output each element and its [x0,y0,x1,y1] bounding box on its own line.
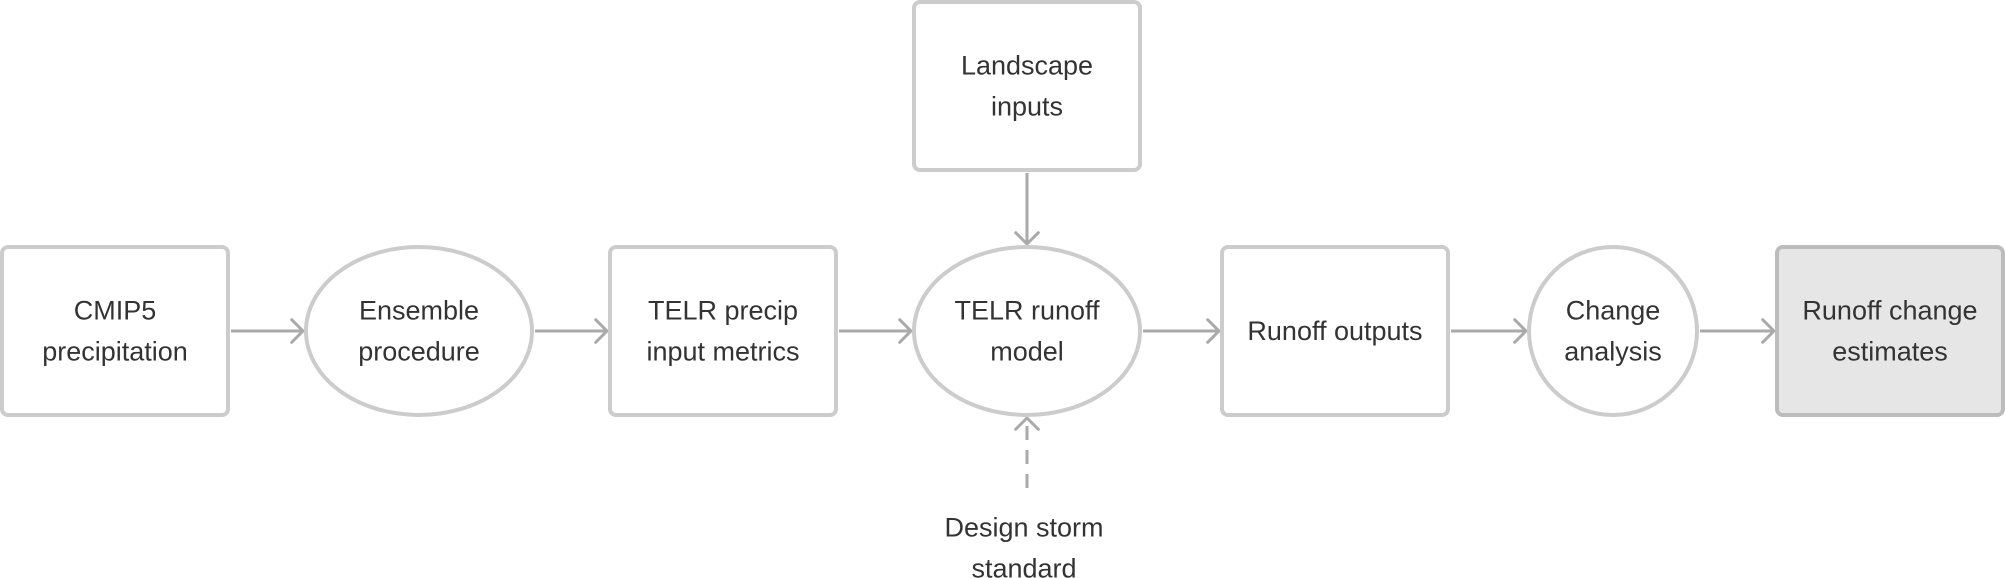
node-label-line: analysis [1564,337,1662,367]
node-runoff-change: Runoff change estimates [1775,245,2005,417]
node-label-line: Runoff outputs [1247,316,1422,346]
arrowhead [1761,318,1776,344]
node-label-line: Design storm [944,513,1103,543]
node-label-line: precipitation [42,337,188,367]
node-cmip5: CMIP5 precipitation [0,245,230,417]
node-box [608,245,838,417]
edge-landscape-to-telr-runoff [1014,173,1040,246]
node-label-line: standard [971,554,1076,578]
node-label-line: Change [1566,296,1661,326]
node-change-analysis: Change analysis [1527,245,1699,417]
node-label-line: Landscape [961,51,1093,81]
node-box [0,245,230,417]
arrowhead [898,318,913,344]
node-runoff-outputs: Runoff outputs [1220,245,1450,417]
node-box [1220,245,1450,417]
node-label-line: Runoff change [1802,296,1977,326]
node-label-line: Ensemble [359,296,479,326]
arrowhead [1014,231,1040,246]
edge-runoff-outputs-to-change-analysis [1451,318,1528,344]
node-label-line: CMIP5 [74,296,157,326]
node-design-storm: Design storm standard [944,513,1103,578]
edge-telr-runoff-to-runoff-outputs [1143,318,1221,344]
node-label-line: inputs [991,92,1063,122]
arrowhead [594,318,609,344]
arrowhead [1513,318,1528,344]
arrowhead [1206,318,1221,344]
node-label-line: procedure [358,337,480,367]
node-label-line: TELR runoff [954,296,1100,326]
edge-ensemble-to-telr-precip [535,318,609,344]
node-box [912,0,1142,172]
node-ellipse [304,245,534,417]
edges-layer [231,173,1776,488]
node-ensemble: Ensemble procedure [304,245,534,417]
edge-change-analysis-to-runoff-change [1700,318,1776,344]
edge-cmip5-to-ensemble [231,318,305,344]
node-label-line: model [990,337,1064,367]
node-telr-runoff: TELR runoff model [912,245,1142,417]
node-box [1775,245,2005,417]
edge-telr-precip-to-telr-runoff [839,318,913,344]
node-label-line: TELR precip [648,296,798,326]
node-label-line: estimates [1832,337,1948,367]
node-ellipse [912,245,1142,417]
node-telr-precip: TELR precip input metrics [608,245,838,417]
node-landscape: Landscape inputs [912,0,1142,172]
edge-design-storm-to-telr-runoff [1014,416,1040,488]
node-ellipse [1527,245,1699,417]
arrowhead [1014,416,1040,431]
node-label-line: input metrics [646,337,799,367]
arrowhead [290,318,305,344]
